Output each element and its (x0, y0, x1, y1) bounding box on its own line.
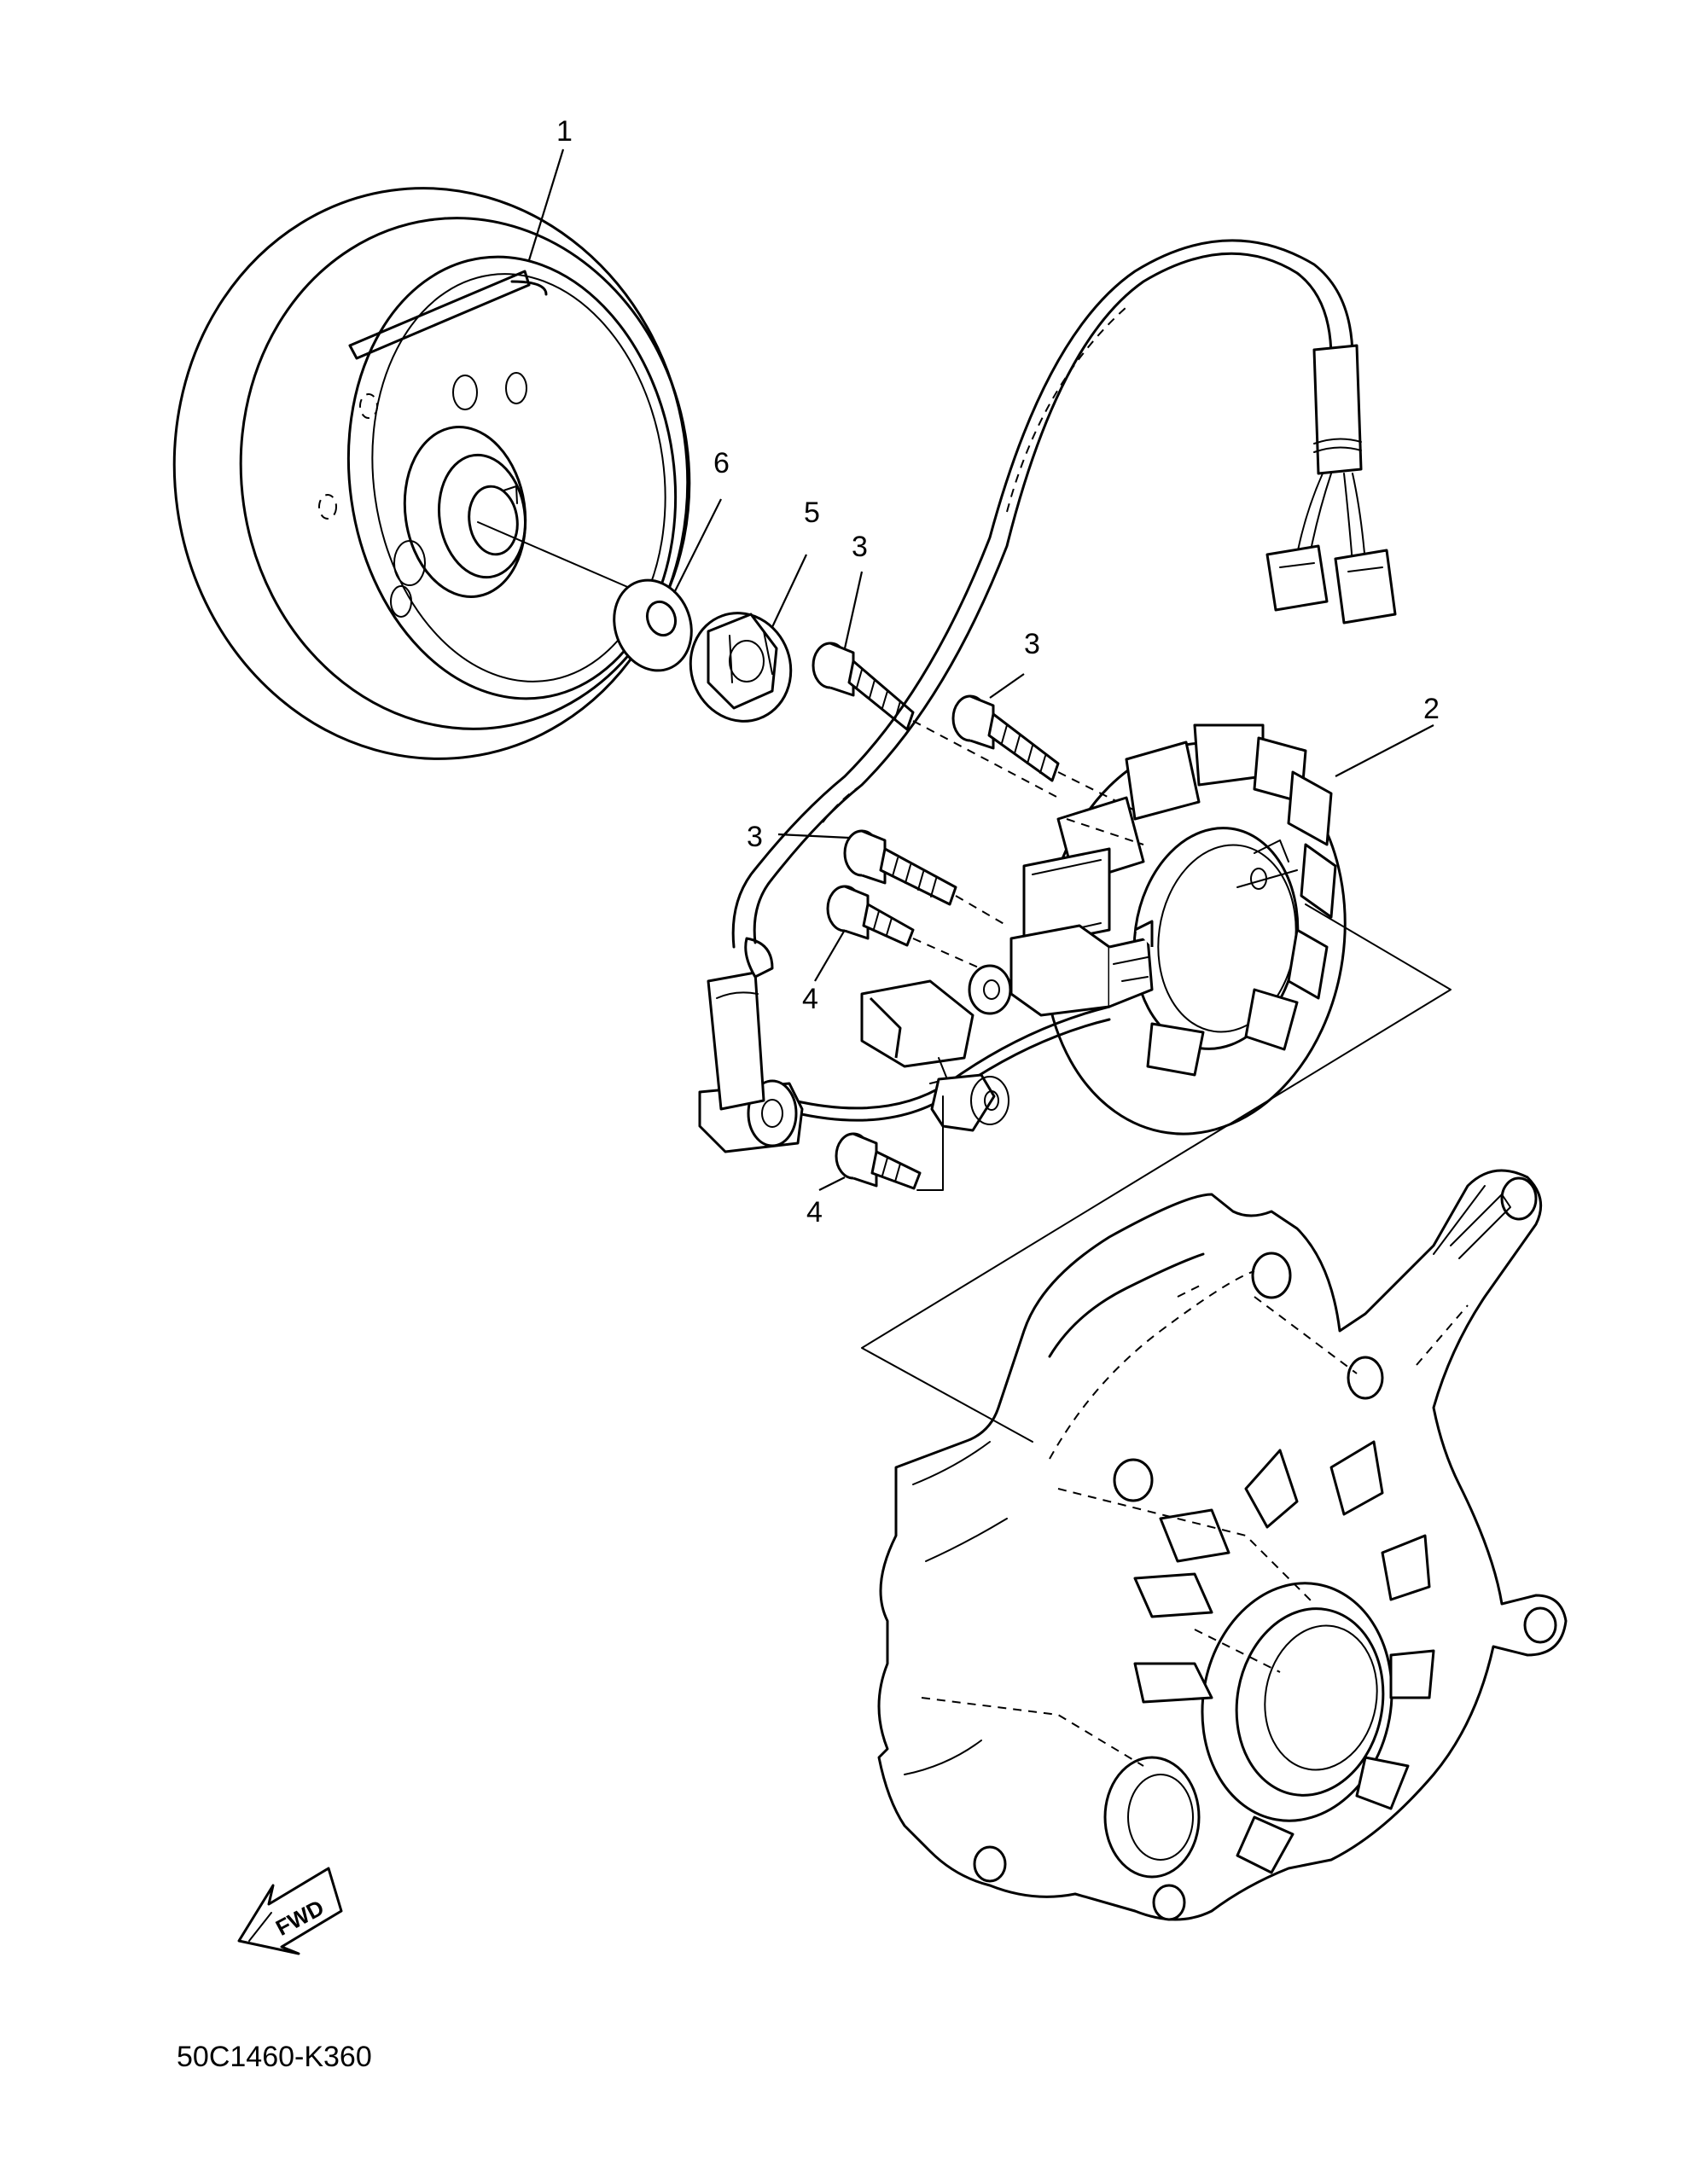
screw-3-lower (843, 829, 957, 906)
screw-3-middle (951, 694, 1060, 782)
figure-code: 50C1460-K360 (177, 2041, 372, 2073)
callout-3-label-c: 3 (747, 821, 763, 853)
crankcase-cover (877, 1169, 1568, 1921)
wire-harness (753, 252, 1333, 944)
callout-3-label-b: 3 (1024, 628, 1040, 660)
callout-6-label: 6 (713, 447, 730, 479)
forward-direction-arrow: FWD (237, 1867, 343, 1955)
screw-4-upper (826, 885, 915, 947)
screw-4-lower (835, 1132, 922, 1190)
wire-harness-sleeve (707, 937, 774, 1111)
callout-2-label: 2 (1423, 693, 1440, 725)
assembly-axis-line (477, 521, 632, 590)
callout-5-label: 5 (804, 497, 820, 529)
screw-3-top (812, 642, 915, 731)
callout-4-label-a: 4 (802, 983, 818, 1015)
stator-assembly (1009, 723, 1347, 1136)
washer (613, 578, 693, 672)
callout-3-label-a: 3 (852, 531, 868, 563)
pickup-bracket (930, 1073, 996, 1132)
flange-nut (689, 612, 793, 723)
callout-leaders (527, 148, 1434, 1191)
connector-plugs (1265, 344, 1397, 624)
flywheel-rotor (172, 187, 691, 760)
callout-4-label-b: 4 (806, 1196, 823, 1228)
pickup-coil (860, 964, 1012, 1084)
alignment-frame (861, 903, 1452, 1443)
callout-1-label: 1 (556, 115, 573, 148)
